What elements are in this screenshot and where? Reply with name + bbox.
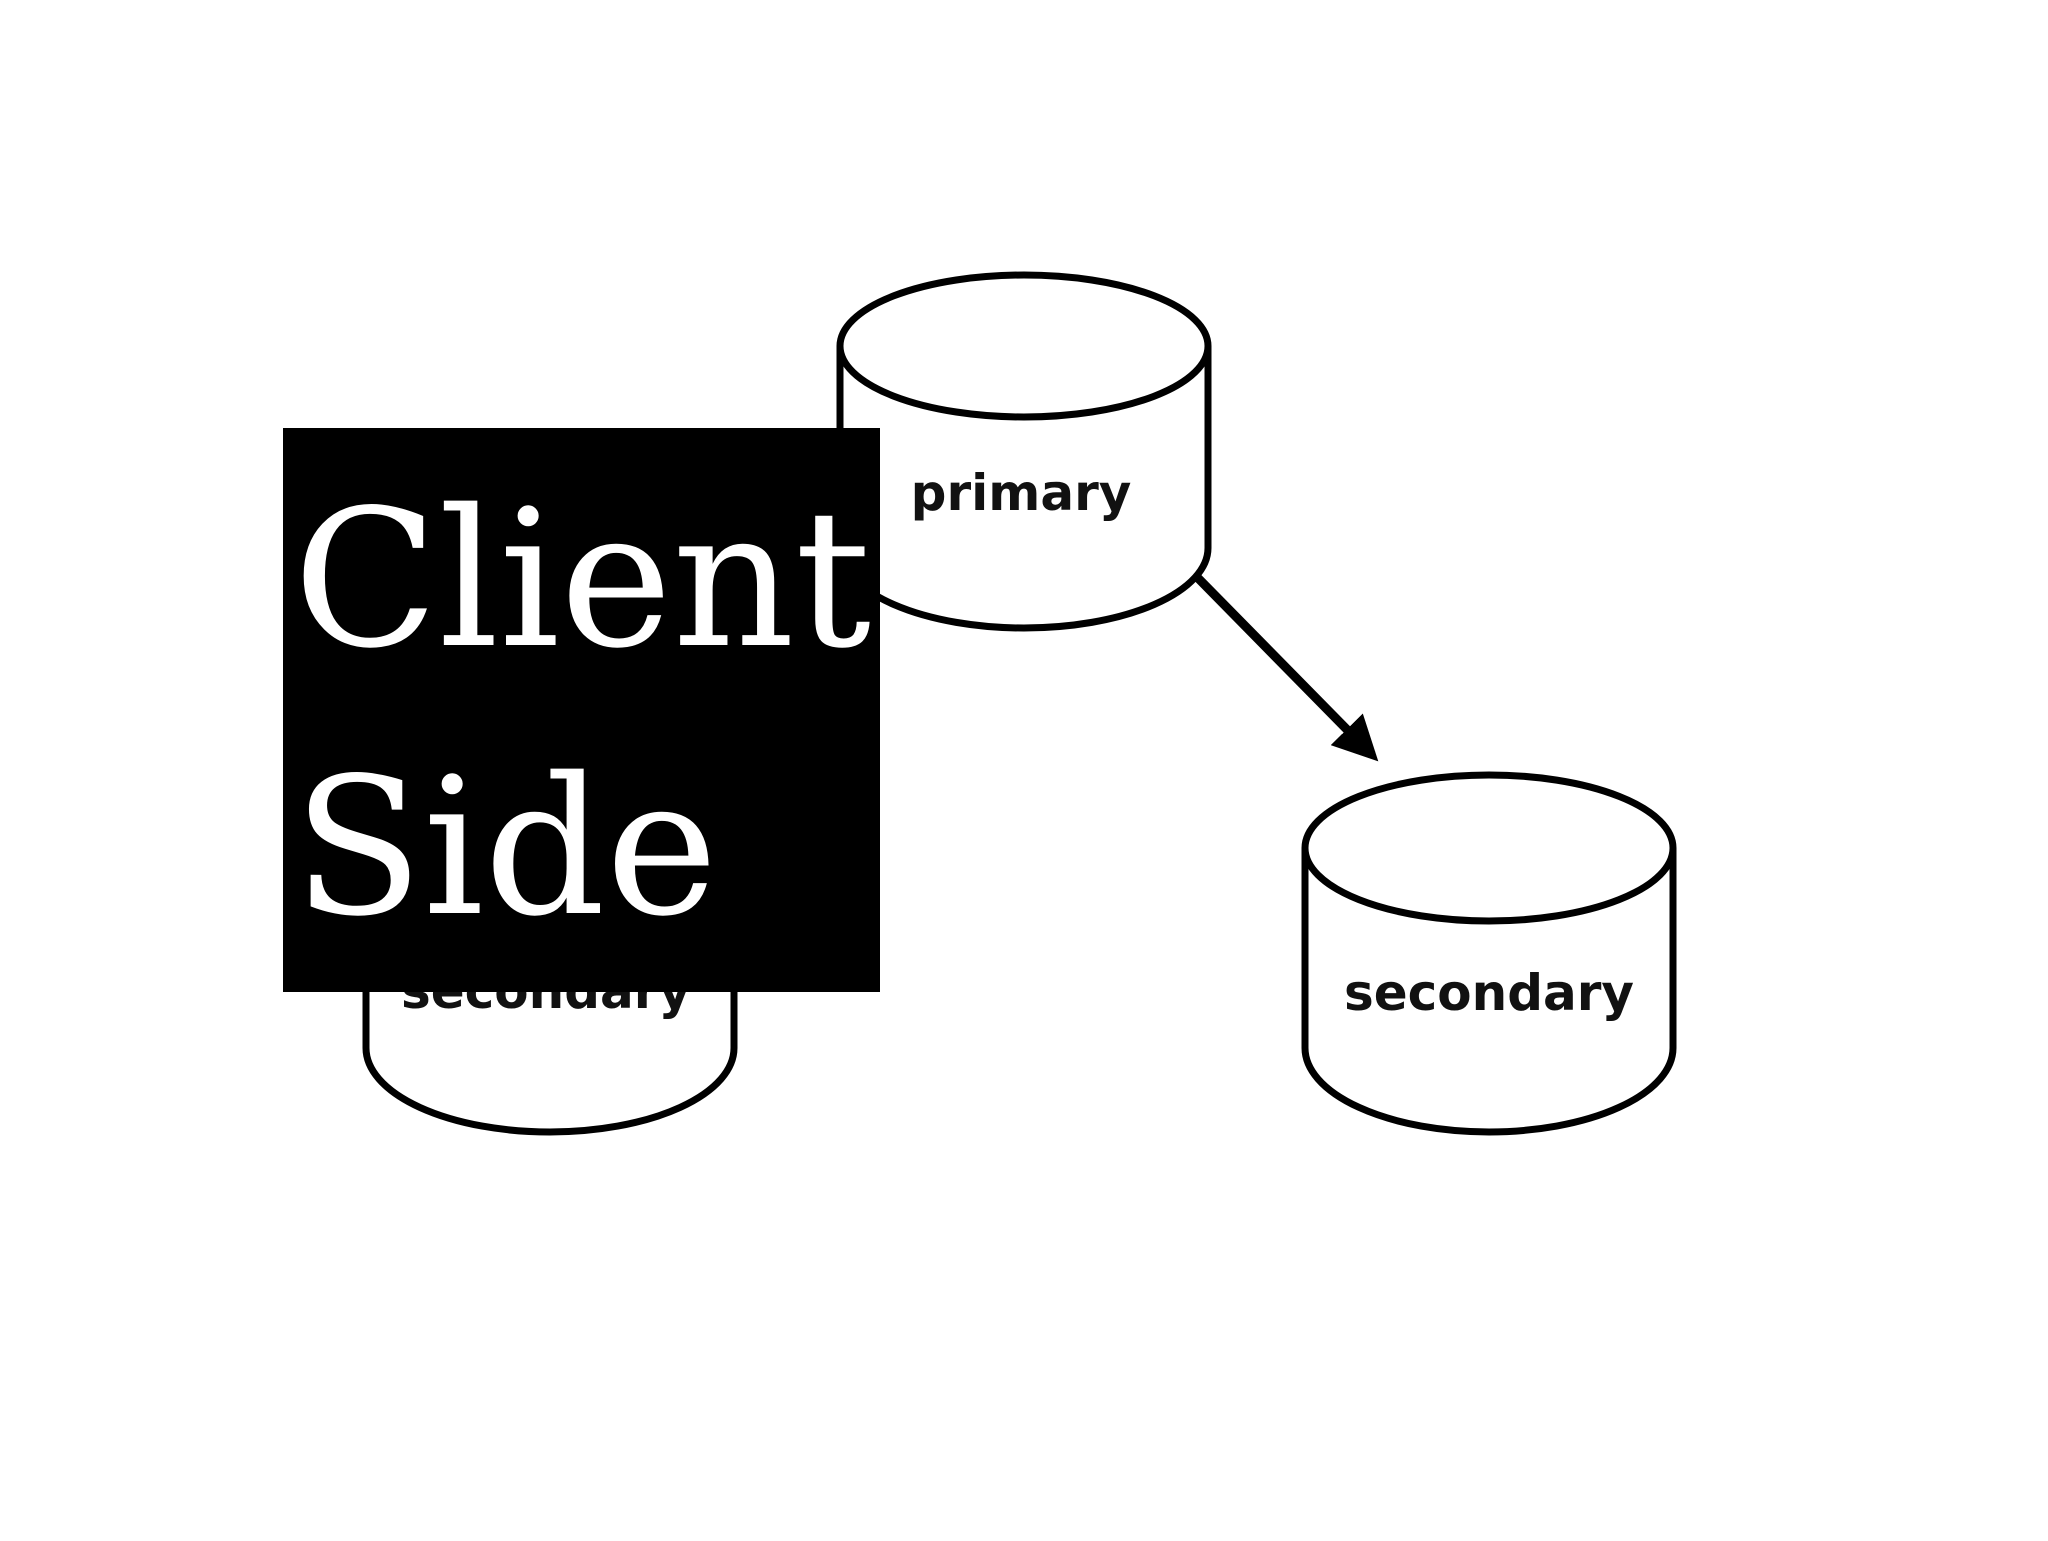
replication-arrow-icon bbox=[1191, 571, 1379, 762]
title-line-client: Client bbox=[293, 469, 872, 690]
secondary-database-right-icon: secondary bbox=[1301, 771, 1677, 1136]
title-line-side: Side bbox=[293, 737, 718, 958]
primary-database-label: primary bbox=[911, 464, 1132, 522]
title-overlay: Client Side bbox=[283, 428, 880, 992]
secondary-database-right-label: secondary bbox=[1344, 964, 1634, 1022]
primary-database-icon: primary bbox=[836, 271, 1212, 632]
